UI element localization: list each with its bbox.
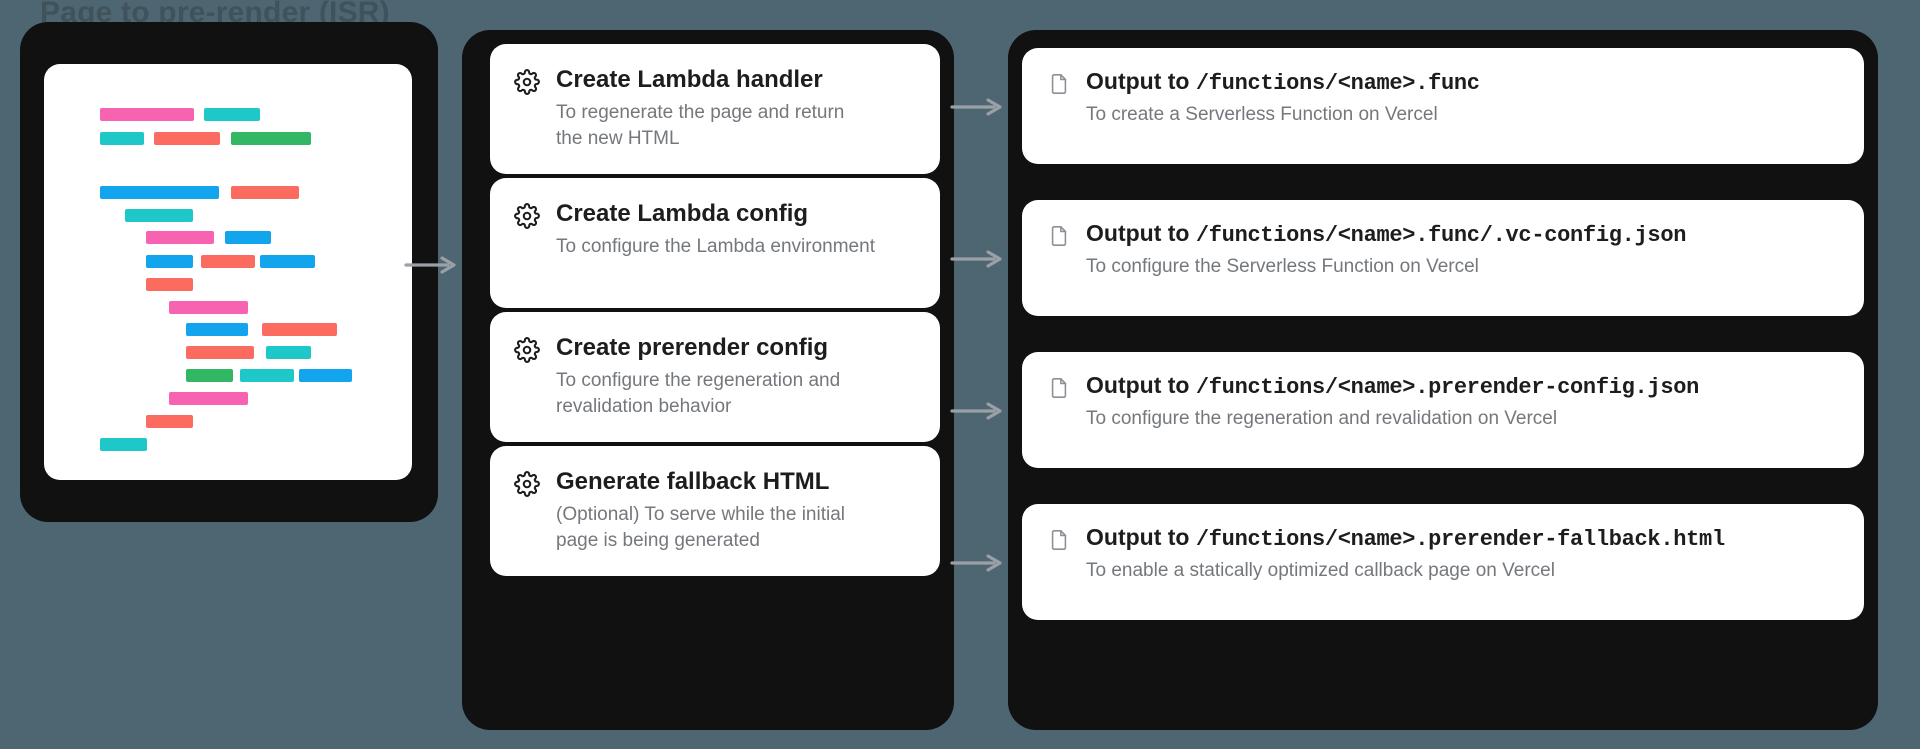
output-title: Output to /functions/<name>.func/.vc-con… — [1086, 220, 1686, 249]
code-line-block — [231, 186, 299, 199]
step-title: Create prerender config — [556, 334, 829, 361]
output-prefix: Output to — [1086, 372, 1196, 398]
step-description: To configure the Lambda environment — [556, 236, 875, 258]
output-prefix: Output to — [1086, 68, 1196, 94]
step-card-body: Generate fallback HTML (Optional) To serv… — [556, 468, 876, 553]
output-card[interactable]: Output to /functions/<name>.prerender-co… — [1022, 352, 1864, 468]
output-description: To configure the Serverless Function on … — [1086, 256, 1479, 278]
code-line-block — [299, 369, 352, 382]
code-line-block — [186, 369, 233, 382]
step-card[interactable]: Generate fallback HTML (Optional) To serv… — [490, 446, 940, 576]
code-line-block — [100, 438, 147, 451]
file-icon — [1048, 529, 1070, 556]
file-icon — [1048, 377, 1070, 404]
step-description: (Optional) To serve while the initial pa… — [556, 504, 846, 551]
code-line-block — [201, 255, 255, 268]
code-line-block — [186, 346, 254, 359]
step-card[interactable]: Create prerender config To configure the … — [490, 312, 940, 442]
code-line-block — [186, 323, 248, 336]
gear-icon — [514, 203, 540, 234]
output-path: /functions/<name>.prerender-config.json — [1195, 375, 1700, 400]
code-line-block — [154, 132, 220, 145]
file-icon — [1048, 73, 1070, 100]
source-code-preview — [44, 64, 412, 480]
code-line-block — [146, 255, 193, 268]
step-card-body: Create Lambda config To configure the Lam… — [556, 200, 875, 260]
code-line-block — [146, 278, 193, 291]
output-title: Output to /functions/<name>.prerender-fa… — [1086, 524, 1725, 553]
output-path: /functions/<name>.prerender-fallback.htm… — [1195, 527, 1725, 552]
code-line-block — [266, 346, 311, 359]
code-line-block — [204, 108, 260, 121]
arrow-right-icon — [950, 400, 1006, 427]
output-card[interactable]: Output to /functions/<name>.prerender-fa… — [1022, 504, 1864, 620]
step-card-body: Create prerender config To configure the … — [556, 334, 876, 419]
step-title: Create Lambda config — [556, 200, 809, 227]
code-line-block — [100, 132, 144, 145]
arrow-right-icon — [404, 254, 460, 281]
output-card[interactable]: Output to /functions/<name>.func To creat… — [1022, 48, 1864, 164]
output-prefix: Output to — [1086, 524, 1196, 550]
code-line-block — [260, 255, 315, 268]
arrow-right-icon — [950, 96, 1006, 123]
gear-icon — [514, 471, 540, 502]
gear-icon — [514, 337, 540, 368]
output-title: Output to /functions/<name>.func — [1086, 68, 1480, 97]
output-card[interactable]: Output to /functions/<name>.func/.vc-con… — [1022, 200, 1864, 316]
step-card[interactable]: Create Lambda config To configure the Lam… — [490, 178, 940, 308]
code-line-block — [125, 209, 193, 222]
code-line-block — [240, 369, 294, 382]
step-card-body: Create Lambda handler To regenerate the p… — [556, 66, 876, 151]
step-description: To regenerate the page and return the ne… — [556, 102, 845, 149]
step-card[interactable]: Create Lambda handler To regenerate the p… — [490, 44, 940, 174]
output-path: /functions/<name>.func/.vc-config.json — [1195, 223, 1687, 248]
step-title: Generate fallback HTML — [556, 468, 830, 495]
output-prefix: Output to — [1086, 220, 1196, 246]
code-line-block — [100, 186, 219, 199]
arrow-right-icon — [950, 248, 1006, 275]
code-line-block — [231, 132, 311, 145]
output-card-body: Output to /functions/<name>.func/.vc-con… — [1086, 220, 1686, 280]
code-line-block — [146, 231, 214, 244]
output-description: To configure the regeneration and revali… — [1086, 408, 1558, 430]
code-line-block — [146, 415, 193, 428]
code-line-block — [169, 301, 248, 314]
step-title: Create Lambda handler — [556, 66, 823, 93]
output-description: To enable a statically optimized callbac… — [1086, 560, 1555, 582]
arrow-right-icon — [950, 552, 1006, 579]
output-title: Output to /functions/<name>.prerender-co… — [1086, 372, 1699, 401]
output-description: To create a Serverless Function on Verce… — [1086, 104, 1438, 126]
output-card-body: Output to /functions/<name>.prerender-fa… — [1086, 524, 1725, 584]
code-line-block — [169, 392, 248, 405]
step-description: To configure the regeneration and revali… — [556, 370, 841, 417]
code-line-block — [100, 108, 194, 121]
output-path: /functions/<name>.func — [1195, 71, 1480, 96]
file-icon — [1048, 225, 1070, 252]
output-card-body: Output to /functions/<name>.func To creat… — [1086, 68, 1480, 128]
code-line-block — [262, 323, 337, 336]
gear-icon — [514, 69, 540, 100]
output-card-body: Output to /functions/<name>.prerender-co… — [1086, 372, 1699, 432]
code-line-block — [225, 231, 271, 244]
